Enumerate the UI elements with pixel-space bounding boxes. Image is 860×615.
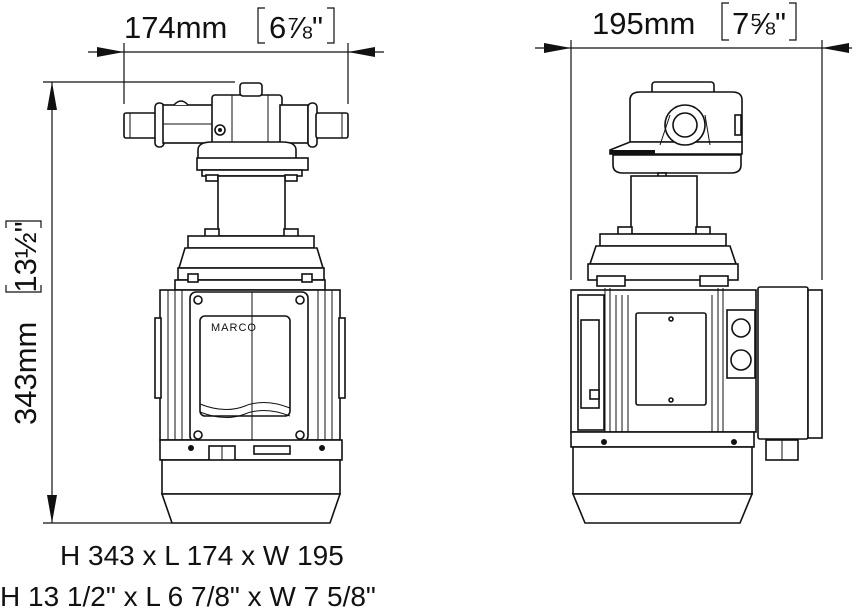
summary-metric: H 343 x L 174 x W 195 — [60, 540, 344, 571]
svg-text:195mm: 195mm — [592, 6, 695, 41]
side-width-label-inch: 7⅝" — [732, 6, 786, 41]
front-height-label: 343mm — [8, 322, 43, 425]
svg-text:343mm: 343mm — [8, 322, 43, 425]
svg-text:13½": 13½" — [8, 221, 43, 292]
side-width-label: 195mm — [592, 6, 695, 41]
front-height-label-inch: 13½" — [8, 221, 43, 292]
front-width-dimension: 174mm 6⅞" — [88, 7, 384, 104]
svg-text:H 13 1/2" x L 6 7/8" x W 7 5/8: H 13 1/2" x L 6 7/8" x W 7 5/8" — [0, 581, 376, 612]
arrow-down-icon — [47, 495, 57, 523]
pump-front-view: MARCO — [123, 82, 349, 524]
arrow-up-icon — [47, 82, 57, 110]
arrow-right-icon — [544, 43, 571, 53]
pump-side-view — [570, 81, 823, 524]
side-width-dimension: 195mm 7⅝" — [535, 2, 852, 280]
arrow-left-icon — [822, 43, 849, 53]
svg-text:174mm: 174mm — [124, 10, 227, 45]
front-width-label: 174mm — [124, 10, 227, 45]
front-width-label-inch: 6⅞" — [269, 10, 323, 45]
front-height-dimension: 343mm 13½" — [5, 81, 235, 524]
svg-text:7⅝": 7⅝" — [732, 6, 786, 41]
svg-text:H 343 x L 174 x W 195: H 343 x L 174 x W 195 — [60, 540, 344, 571]
marco-logo: MARCO — [211, 322, 257, 334]
arrow-right-icon — [97, 47, 124, 57]
summary-imperial: H 13 1/2" x L 6 7/8" x W 7 5/8" — [0, 581, 376, 612]
svg-text:6⅞": 6⅞" — [269, 10, 323, 45]
arrow-left-icon — [348, 47, 375, 57]
